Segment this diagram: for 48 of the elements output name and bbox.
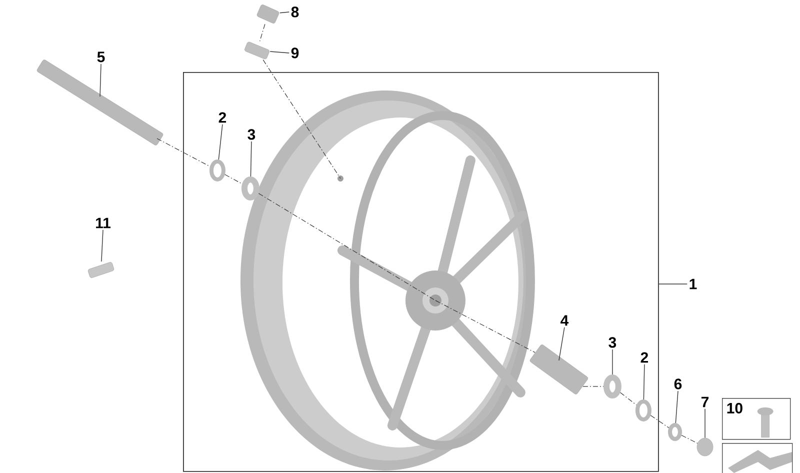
assembly-line bbox=[224, 174, 242, 184]
callout-number: 11 bbox=[96, 218, 111, 228]
callout-number: 2 bbox=[218, 112, 226, 123]
assembly-line bbox=[620, 392, 637, 406]
leader-line bbox=[675, 390, 678, 424]
assembly-line bbox=[435, 300, 536, 353]
spacer-sleeve bbox=[530, 344, 588, 394]
callout-number: 9 bbox=[291, 48, 299, 58]
parts-box: 10 bbox=[722, 398, 791, 440]
leader-line bbox=[643, 364, 645, 400]
bearing bbox=[241, 176, 260, 200]
assembly-line bbox=[681, 434, 698, 444]
callout-number: 4 bbox=[560, 315, 569, 326]
frame-box bbox=[183, 72, 659, 472]
callout-number: 3 bbox=[608, 337, 616, 348]
leader-line bbox=[280, 12, 290, 14]
leader-line bbox=[101, 230, 104, 262]
callout-number: 6 bbox=[674, 378, 682, 390]
valve bbox=[244, 42, 270, 60]
callout-number: 7 bbox=[701, 396, 709, 408]
callout-number: 3 bbox=[248, 129, 256, 140]
assembly-line bbox=[650, 415, 670, 428]
leader-line bbox=[218, 124, 223, 160]
bolt bbox=[757, 407, 774, 438]
balance-weight bbox=[88, 262, 114, 278]
callout-number: 2 bbox=[640, 352, 648, 363]
callout-number: 1 bbox=[690, 278, 697, 290]
bushing bbox=[668, 423, 682, 441]
wheel-drawing bbox=[240, 90, 535, 470]
seal-ring bbox=[209, 159, 226, 182]
assembly-line bbox=[258, 193, 436, 301]
assembly-line bbox=[262, 60, 341, 179]
sensor bbox=[256, 4, 280, 24]
leader-line bbox=[612, 349, 613, 375]
seal-ring bbox=[635, 399, 652, 422]
assembly-line bbox=[156, 138, 210, 167]
assembly-line bbox=[582, 386, 604, 387]
leader-line bbox=[250, 141, 252, 177]
leader-line bbox=[704, 408, 706, 438]
assembly-line bbox=[260, 24, 266, 42]
leader-line bbox=[270, 51, 290, 54]
callout-number: 8 bbox=[291, 6, 299, 18]
callout-number: 5 bbox=[97, 52, 105, 62]
parts-box bbox=[722, 442, 793, 473]
bearing bbox=[603, 374, 622, 398]
leader-line bbox=[558, 326, 565, 361]
cap-nut bbox=[696, 438, 714, 456]
leader-line bbox=[100, 64, 102, 97]
